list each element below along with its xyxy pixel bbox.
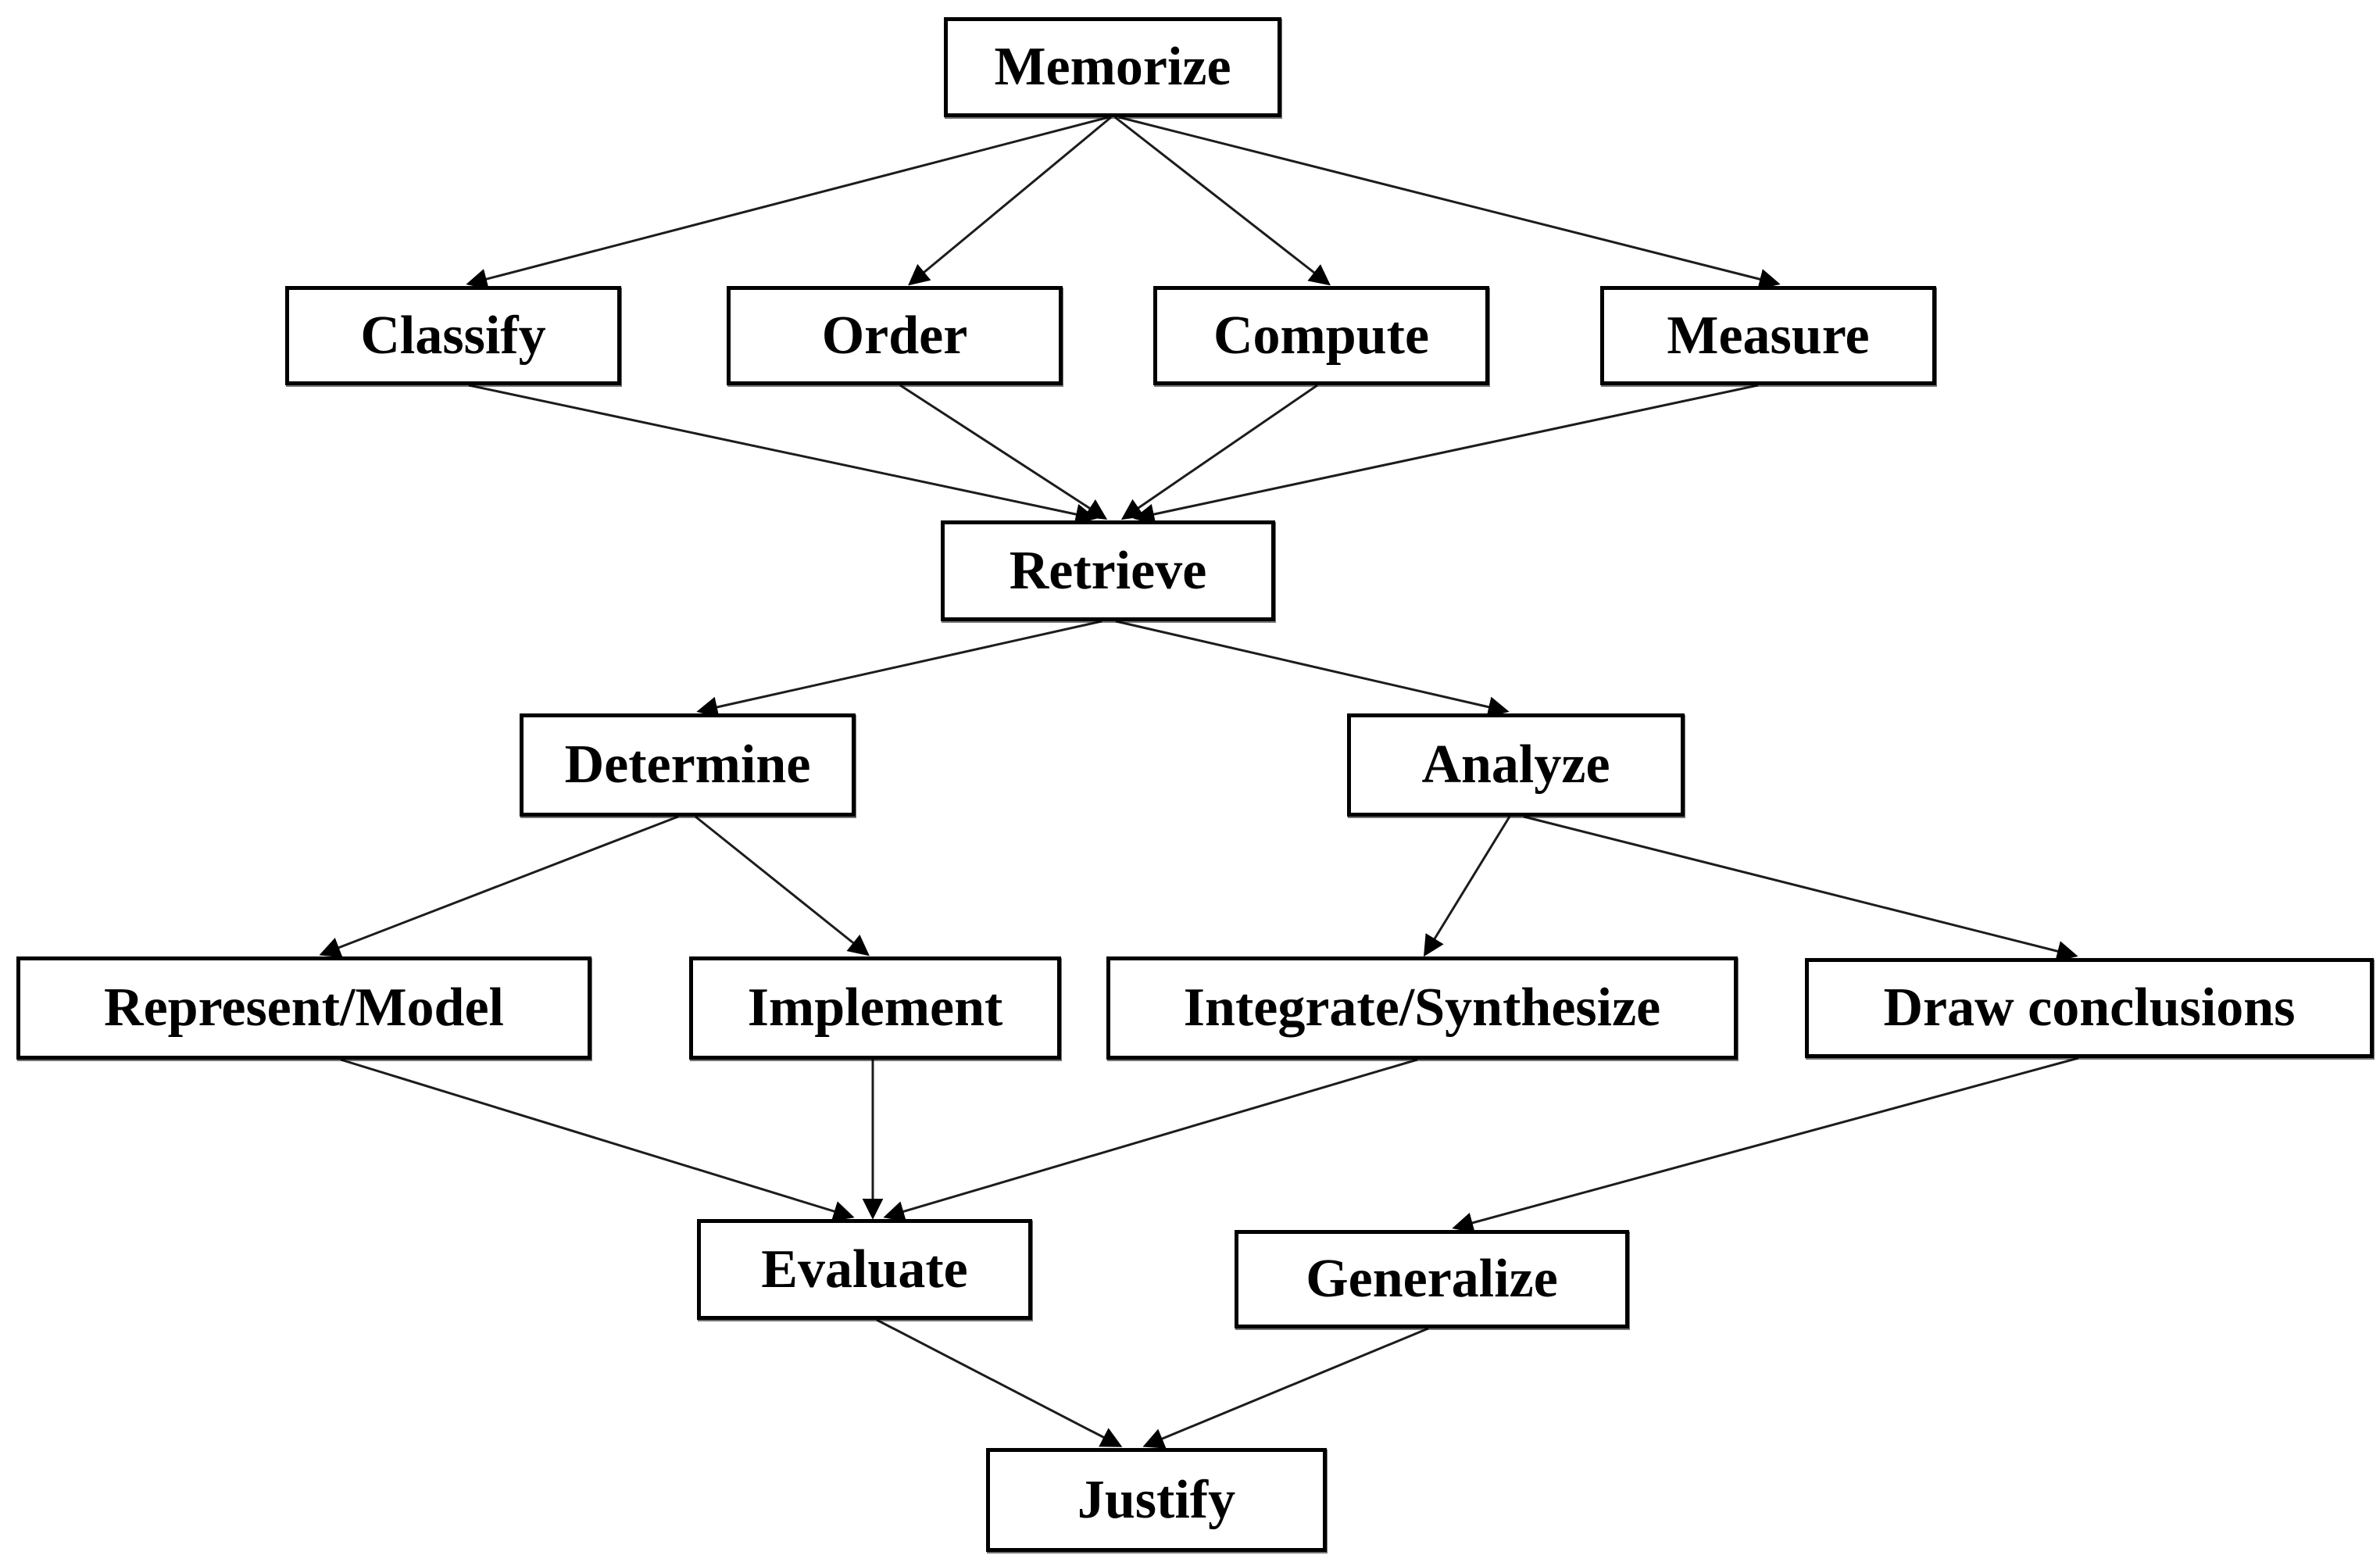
node-justify: Justify bbox=[986, 1448, 1327, 1552]
node-represent-model: Represent/Model bbox=[16, 956, 591, 1060]
node-integrate-synthesize: Integrate/Synthesize bbox=[1106, 956, 1738, 1060]
edge-memorize-measure bbox=[1118, 116, 1781, 290]
node-analyze: Analyze bbox=[1347, 713, 1685, 817]
node-classify-label: Classify bbox=[360, 305, 546, 366]
edge-generalize-justify bbox=[1142, 1327, 1429, 1449]
edge-classify-retrieve bbox=[468, 384, 1097, 525]
edge-integrate-synthesize-evaluate bbox=[883, 1058, 1418, 1222]
node-retrieve-label: Retrieve bbox=[1009, 540, 1207, 601]
node-evaluate: Evaluate bbox=[697, 1219, 1032, 1320]
edge-retrieve-determine bbox=[696, 620, 1102, 718]
edge-memorize-classify bbox=[466, 116, 1110, 290]
edge-order-retrieve bbox=[899, 384, 1108, 520]
edge-determine-represent-model bbox=[319, 815, 679, 958]
node-determine: Determine bbox=[520, 713, 856, 817]
node-measure: Measure bbox=[1600, 286, 1936, 385]
edge-retrieve-analyze bbox=[1115, 620, 1510, 717]
edge-measure-retrieve bbox=[1133, 384, 1759, 525]
node-implement: Implement bbox=[689, 956, 1061, 1060]
node-determine-label: Determine bbox=[564, 735, 811, 795]
node-implement-label: Implement bbox=[747, 978, 1003, 1038]
node-measure-label: Measure bbox=[1667, 305, 1870, 366]
node-generalize: Generalize bbox=[1235, 1230, 1629, 1328]
node-order: Order bbox=[727, 286, 1063, 385]
edge-analyze-integrate-synthesize bbox=[1424, 816, 1511, 957]
node-represent-model-label: Represent/Model bbox=[104, 978, 504, 1038]
node-memorize-label: Memorize bbox=[994, 37, 1231, 97]
edge-represent-model-evaluate bbox=[340, 1058, 855, 1222]
node-draw-conclusions: Draw conclusions bbox=[1805, 958, 2374, 1058]
node-compute-label: Compute bbox=[1213, 305, 1430, 366]
node-generalize-label: Generalize bbox=[1306, 1249, 1558, 1309]
edge-determine-implement bbox=[695, 815, 870, 956]
node-justify-label: Justify bbox=[1077, 1469, 1236, 1530]
node-retrieve: Retrieve bbox=[941, 520, 1275, 621]
node-order-label: Order bbox=[821, 305, 968, 366]
edge-analyze-draw-conclusions bbox=[1523, 815, 2078, 962]
edge-draw-conclusions-generalize bbox=[1452, 1057, 2079, 1233]
node-memorize: Memorize bbox=[944, 17, 1281, 117]
node-evaluate-label: Evaluate bbox=[761, 1239, 968, 1300]
edge-evaluate-justify bbox=[876, 1318, 1123, 1447]
edge-memorize-order bbox=[908, 116, 1112, 286]
node-classify: Classify bbox=[285, 286, 621, 385]
node-integrate-synthesize-label: Integrate/Synthesize bbox=[1183, 978, 1661, 1038]
node-draw-conclusions-label: Draw conclusions bbox=[1883, 978, 2296, 1038]
edge-memorize-compute bbox=[1114, 116, 1331, 286]
node-analyze-label: Analyze bbox=[1421, 735, 1610, 795]
node-compute: Compute bbox=[1153, 286, 1489, 385]
edge-compute-retrieve bbox=[1120, 384, 1318, 520]
